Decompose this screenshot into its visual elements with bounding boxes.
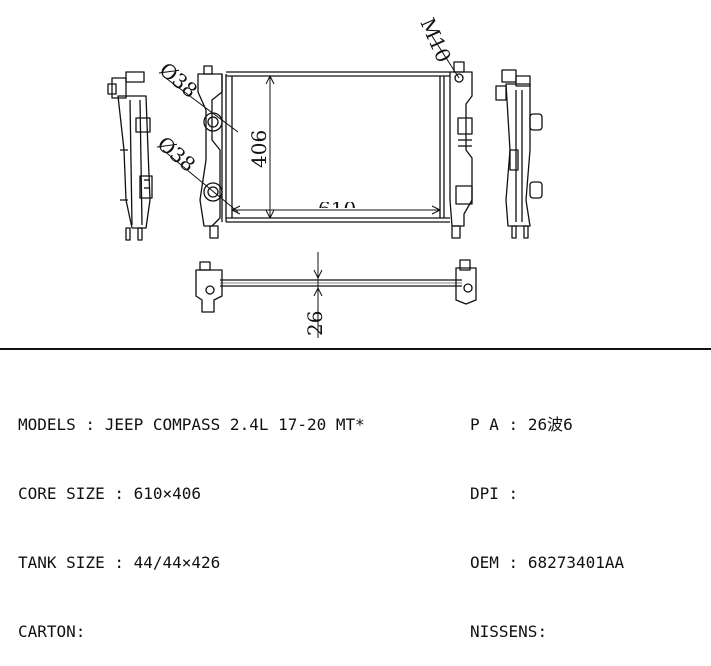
bolt-size-label: M10 — [415, 14, 456, 66]
spec-row-nissens: NISSENS: — [470, 622, 548, 641]
spec-row-oem: OEM : 68273401AA — [470, 553, 625, 572]
front-core — [226, 71, 450, 223]
core-height-label: 406 — [247, 130, 271, 168]
specs-left: MODELS : JEEP COMPASS 2.4L 17-20 MT* COR… — [18, 367, 365, 666]
spec-row-core-size: CORE SIZE : 610×406 — [18, 484, 202, 503]
right-side-view — [495, 69, 543, 239]
front-right-tank — [449, 61, 473, 239]
spec-row-models: MODELS : JEEP COMPASS 2.4L 17-20 MT* — [18, 415, 365, 434]
dimension-lines — [162, 35, 460, 338]
inlet-diameter-label: Ø38 — [155, 57, 202, 102]
spec-row-carton: CARTON: — [18, 622, 86, 641]
core-width-label: 610 — [318, 197, 356, 221]
specs-right: P A : 26波6 DPI : OEM : 68273401AA NISSEN… — [470, 367, 624, 666]
outlet-diameter-label: Ø38 — [153, 131, 200, 176]
spec-row-pa: P A : 26波6 — [470, 415, 573, 434]
tank-thickness-label: 26 — [303, 311, 327, 336]
left-side-view — [107, 71, 153, 241]
radiator-technical-drawing: M10 Ø38 Ø38 406 610 26 — [107, 14, 543, 338]
spec-row-tank-size: TANK SIZE : 44/44×426 — [18, 553, 221, 572]
spec-row-dpi: DPI : — [470, 484, 528, 503]
top-view — [195, 259, 477, 313]
front-left-tank — [197, 65, 227, 239]
section-divider — [0, 348, 711, 350]
